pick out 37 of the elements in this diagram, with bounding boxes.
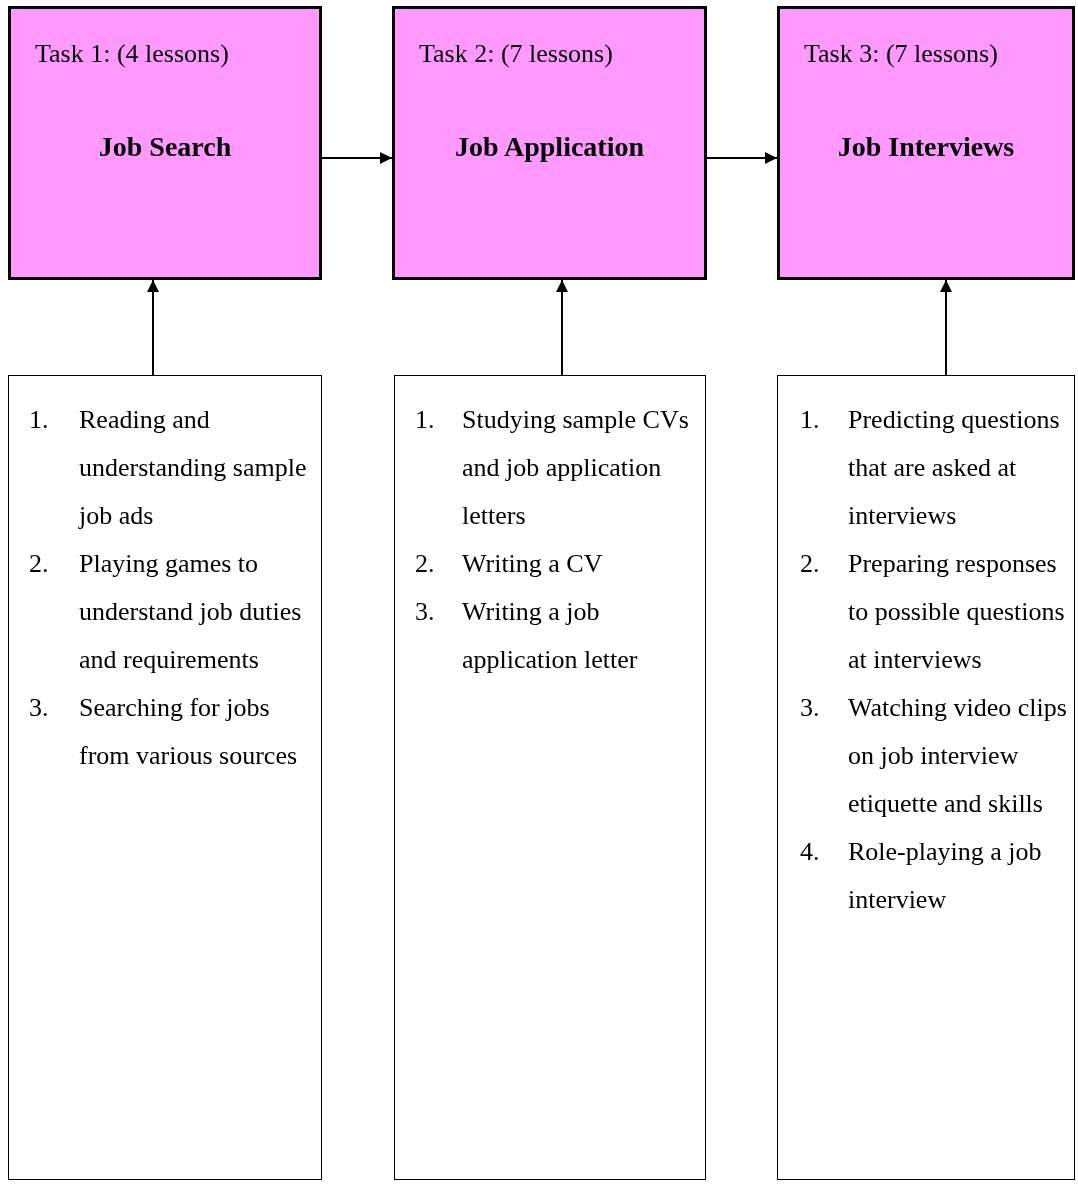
activity-text: Predicting questions that are asked at interviews [848,405,1060,530]
activity-list-box [394,375,706,1180]
list-number: 1. [29,404,49,436]
task-box [8,6,322,280]
arrow [556,279,568,376]
task-title: Job Interviews [836,131,1016,163]
activity-text: Preparing responses to possible questions at interviews [848,549,1065,674]
activity-text: Watching video clips on job interview etiquette and skills [848,693,1067,818]
list-number: 1. [800,404,820,436]
task-label: Task 2: (7 lessons) [419,39,613,69]
list-number: 2. [415,548,435,580]
task-title: Job Application [453,131,646,163]
activity-text: Reading and understanding sample job ads [79,405,307,530]
list-number: 1. [415,404,435,436]
activity-text: Writing a job application letter [462,597,638,674]
task-label: Task 3: (7 lessons) [804,39,998,69]
activity-text: Playing games to understand job duties and requirements [79,549,302,674]
activity-list-box [8,375,322,1180]
list-number: 3. [415,596,435,628]
activity-text: Role-playing a job interview [848,837,1042,914]
list-number: 2. [29,548,49,580]
task-box [392,6,707,280]
task-title: Job Search [97,131,233,163]
task-box [777,6,1075,280]
activity-text: Studying sample CVs and job application letters [462,405,689,530]
task-label: Task 1: (4 lessons) [35,39,229,69]
activity-list-box [777,375,1075,1180]
list-number: 3. [800,692,820,724]
arrow [147,279,159,376]
arrow [706,152,778,164]
arrow [321,152,393,164]
activity-text: Writing a CV [462,549,603,578]
activity-text: Searching for jobs from various sources [79,693,298,770]
list-number: 3. [29,692,49,724]
list-number: 2. [800,548,820,580]
list-number: 4. [800,836,820,868]
arrow [940,279,952,376]
